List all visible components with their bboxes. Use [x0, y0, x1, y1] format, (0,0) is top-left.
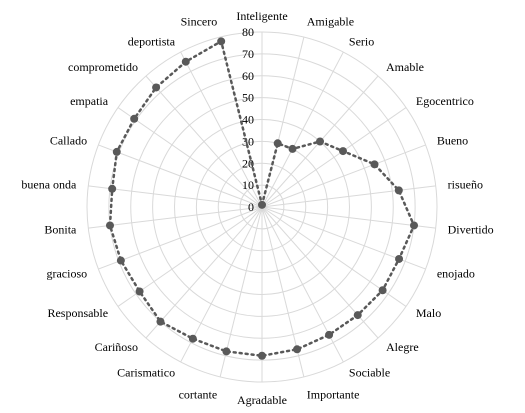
data-point: [217, 37, 226, 46]
data-point: [135, 287, 144, 296]
data-point: [156, 317, 165, 326]
category-label: Divertido: [448, 223, 494, 237]
data-point: [339, 147, 348, 156]
category-label: Callado: [50, 134, 87, 148]
grid-spoke: [145, 75, 263, 208]
data-point: [293, 345, 302, 354]
data-point: [112, 147, 121, 156]
tick-label: 50: [242, 91, 254, 105]
data-point: [325, 330, 334, 339]
grid-spoke: [145, 206, 263, 339]
category-label: empatia: [70, 94, 109, 108]
tick-label: 30: [242, 134, 254, 148]
radial-tick-labels: 0 10 20 30 40 50 60 70 80: [242, 25, 254, 214]
data-point: [181, 57, 190, 66]
grid-spoke: [88, 185, 263, 208]
grid-spoke: [98, 144, 263, 208]
tick-label: 60: [242, 69, 254, 83]
data-point: [288, 144, 297, 153]
data-point: [222, 347, 231, 356]
grid-spoke: [117, 107, 263, 208]
grid-spoke: [261, 206, 436, 229]
tick-label: 0: [248, 200, 254, 214]
data-point: [105, 221, 114, 230]
series-line: [108, 39, 416, 358]
category-label: cortante: [179, 388, 218, 402]
category-label: enojado: [437, 266, 475, 280]
tick-label: 80: [242, 25, 254, 39]
data-point: [395, 254, 404, 263]
series-layer: [105, 37, 419, 360]
data-point: [116, 256, 125, 265]
category-label: comprometido: [68, 60, 138, 74]
grid-spoke: [261, 144, 426, 208]
data-point: [152, 83, 161, 92]
tick-label: 40: [242, 113, 254, 127]
category-label: Amable: [386, 60, 424, 74]
tick-label: 20: [242, 156, 254, 170]
data-point: [353, 311, 362, 320]
category-label: Alegre: [386, 340, 419, 354]
category-label: Sincero: [181, 14, 218, 28]
grid-spoke: [261, 185, 436, 208]
grid-spoke: [98, 206, 263, 270]
category-label: Malo: [416, 306, 441, 320]
category-label: Responsable: [47, 306, 108, 320]
category-label: deportista: [128, 34, 176, 48]
grid-spoke: [180, 51, 263, 208]
grid-spoke: [261, 51, 344, 208]
data-point: [394, 186, 403, 195]
category-label: gracioso: [46, 266, 87, 280]
category-label: Importante: [307, 388, 360, 402]
data-point: [108, 184, 117, 193]
category-label: Agradable: [237, 393, 287, 407]
category-label: Bueno: [437, 134, 468, 148]
category-label: Bonita: [44, 223, 77, 237]
category-label: Carismatico: [117, 366, 175, 380]
category-label: Cariñoso: [95, 340, 138, 354]
category-label: Inteligente: [236, 9, 287, 23]
data-point: [378, 286, 387, 295]
category-labels: Inteligente AmigableSerioAmableEgocentric…: [21, 9, 493, 407]
data-point: [258, 200, 266, 209]
category-label: Serio: [349, 34, 374, 48]
grid-spoke: [261, 107, 407, 208]
data-point: [273, 139, 282, 148]
category-label: Amigable: [307, 14, 354, 28]
data-point: [258, 351, 266, 360]
tick-label: 10: [242, 178, 254, 192]
data-point: [370, 160, 379, 169]
category-label: buena onda: [21, 177, 77, 191]
data-point: [410, 221, 419, 230]
category-label: Sociable: [349, 366, 390, 380]
data-point: [316, 137, 325, 146]
category-label: Egocentrico: [416, 94, 474, 108]
grid-spoke: [88, 206, 263, 229]
category-label: risueño: [448, 177, 483, 191]
data-point: [130, 114, 139, 123]
data-point: [188, 334, 197, 343]
tick-label: 70: [242, 47, 254, 61]
